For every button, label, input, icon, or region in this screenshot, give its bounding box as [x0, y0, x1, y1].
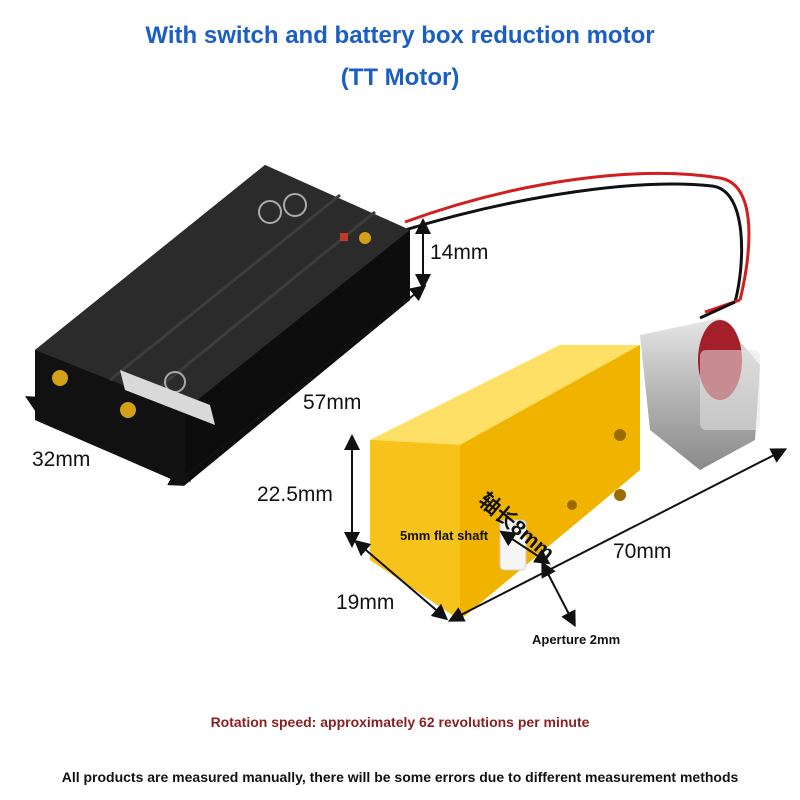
measurement-disclaimer: All products are measured manually, ther… — [61, 769, 739, 785]
aperture-label: Aperture 2mm — [532, 632, 621, 647]
title-line-1: With switch and battery box reduction mo… — [145, 22, 655, 49]
motor-height-label: 22.5mm — [257, 483, 333, 506]
box-width-label: 32mm — [32, 448, 91, 471]
rotation-speed-note: Rotation speed: approximately 62 revolut… — [210, 714, 590, 730]
battery-box — [35, 165, 410, 485]
tt-motor — [370, 318, 760, 620]
box-height-label: 14mm — [430, 241, 489, 264]
motor-width-label: 19mm — [336, 591, 395, 614]
shaft-type-label: 5mm flat shaft — [400, 528, 489, 543]
wires — [404, 172, 751, 320]
title-line-2: (TT Motor) — [340, 64, 460, 91]
motor-length-label: 70mm — [613, 540, 672, 563]
box-length-label: 57mm — [303, 391, 362, 414]
dimension-lines — [25, 218, 788, 628]
